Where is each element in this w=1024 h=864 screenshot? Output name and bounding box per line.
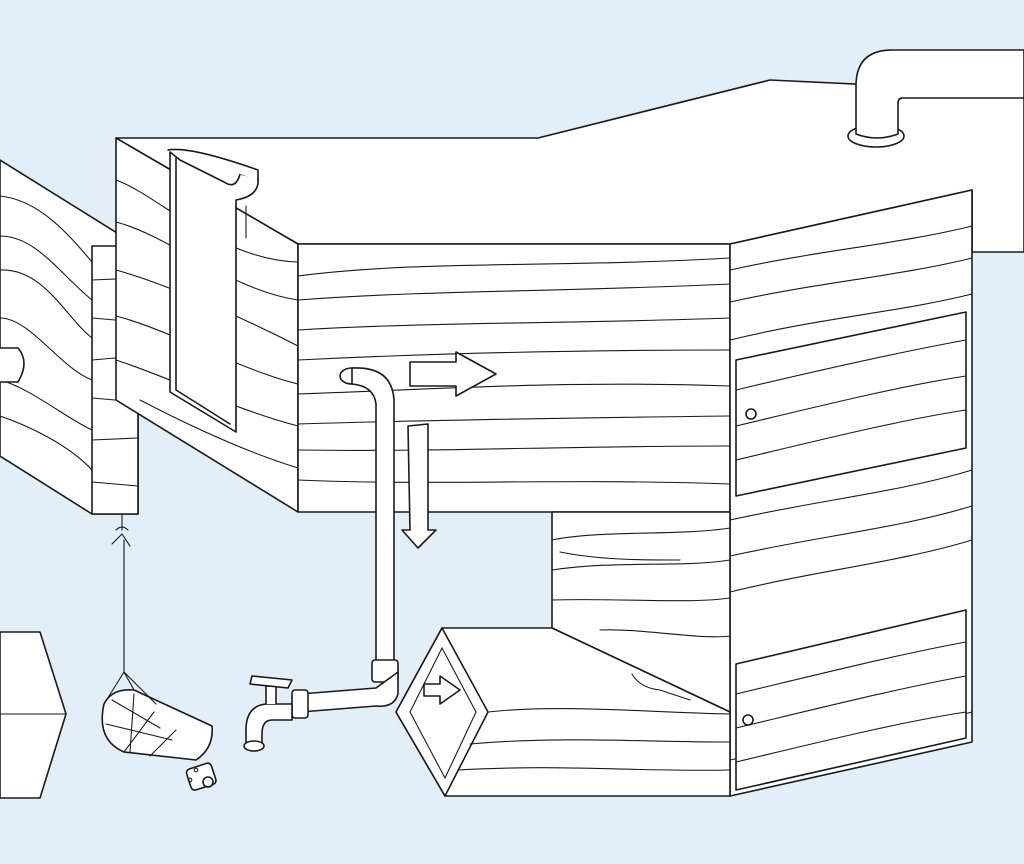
- flow-arrow-down: [401, 423, 437, 549]
- roof-vent-pipe: [847, 49, 1024, 148]
- hexagonal-block: [0, 631, 67, 799]
- cabinet-door-upper: [735, 311, 967, 497]
- cabinet-door-lower: [735, 609, 967, 791]
- flow-arrow-right: [409, 351, 497, 397]
- duct-front-face-grain: [297, 257, 731, 485]
- door-knob-upper: [745, 408, 757, 420]
- door-knob-lower: [742, 714, 754, 726]
- hanging-wrapped-bundle: [101, 513, 217, 791]
- hexagonal-duct-outlet: [395, 627, 731, 797]
- water-pipe-with-faucet: [243, 367, 399, 752]
- flow-arrow-in-outlet: [423, 675, 461, 705]
- vertical-channel-insert: [167, 148, 259, 433]
